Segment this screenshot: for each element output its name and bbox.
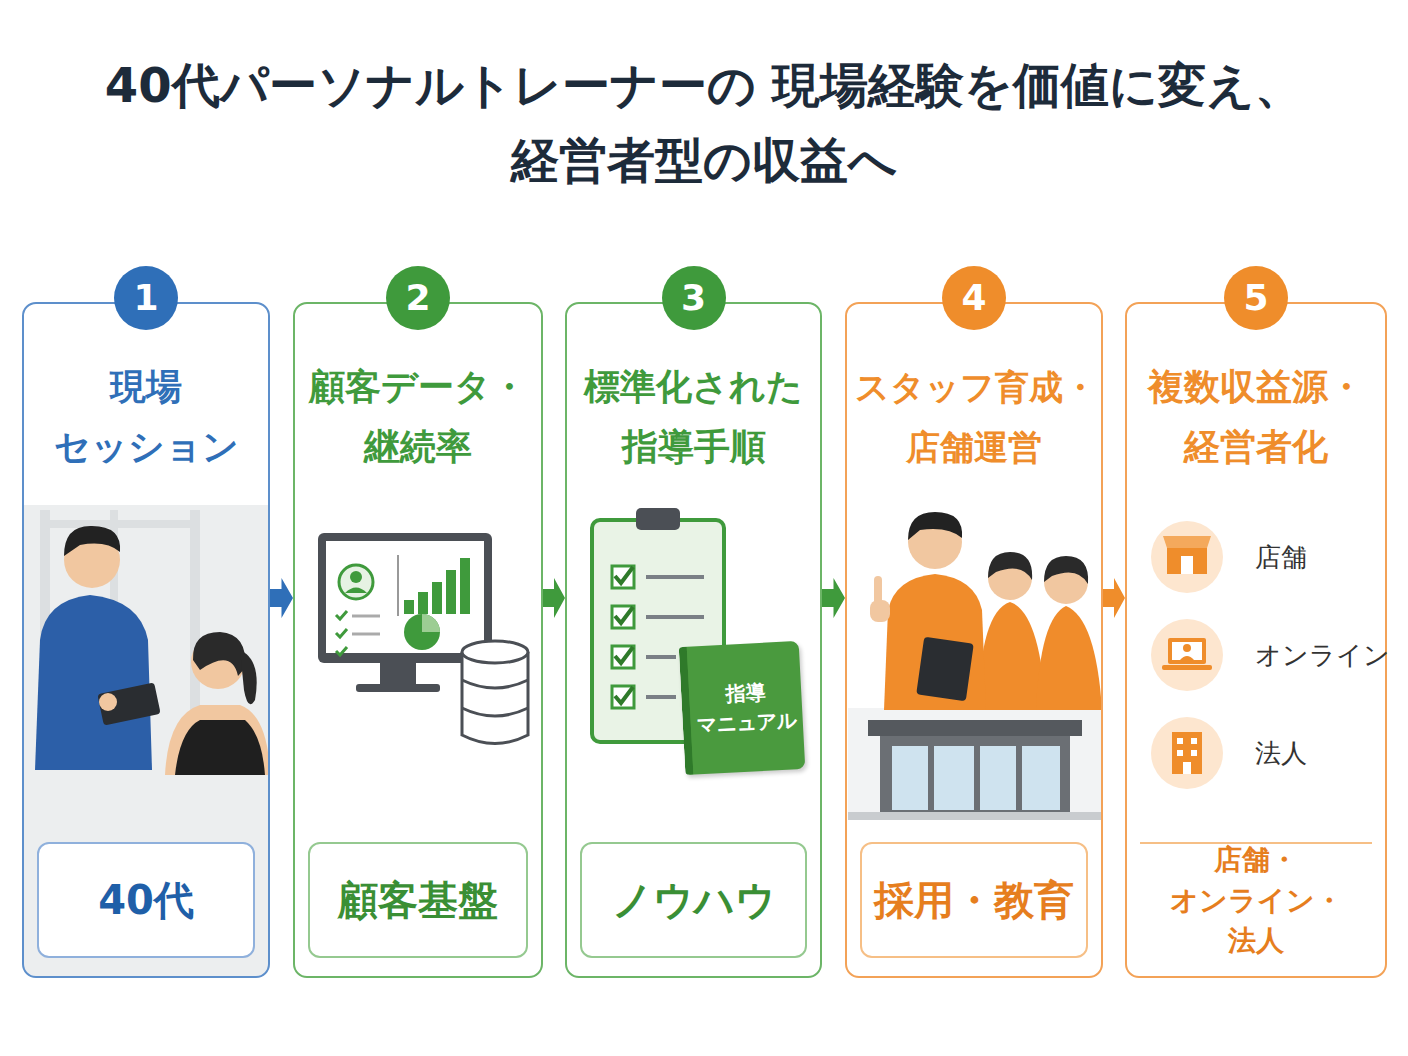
step-number: 5 [1224,266,1288,330]
node-text: 40代 [98,871,194,929]
flow-arrow [543,578,565,618]
step-number: 4 [942,266,1006,330]
node-text: 採用・教育 [874,871,1074,929]
icon-label: 法人 [1255,736,1307,771]
step-number: 3 [662,266,726,330]
node-text: ノウハウ [612,871,776,929]
manual-book: 指導 マニュアル [679,641,806,775]
revenue-icons [1151,521,1223,789]
step-card: スタッフ育成・ 店舗運営4採用・教育 [845,302,1103,978]
step-card: 標準化された 指導手順3指導 マニュアルノウハウ [565,302,822,978]
result-box: 顧客基盤 [308,842,528,958]
session-scene [23,505,269,976]
flow-arrow [270,578,293,618]
node-text: 顧客基盤 [338,871,498,929]
node-text: 4 [942,266,1006,330]
node-text: 5 [1224,266,1288,330]
step-card: 顧客データ・ 継続率2顧客基盤 [293,302,543,978]
staff-store [848,512,1102,820]
icon-label: 店舗 [1255,540,1307,575]
result-box: ノウハウ [580,842,807,958]
data-monitor [318,533,528,744]
node-text: 店舗・オンライン・ 法人 [1140,840,1372,962]
step-number: 1 [114,266,178,330]
step-card: 現場 セッション140代 [22,302,270,978]
node-text: 2 [386,266,450,330]
step-number: 2 [386,266,450,330]
icon-label: オンライン [1255,638,1390,673]
node-text: 1 [114,266,178,330]
result-box: 店舗・オンライン・ 法人 [1140,842,1372,958]
title-text: 40代パーソナルトレーナーの 現場経験を価値に変え、経営者型の収益へ [79,48,1329,198]
flow-arrow [822,578,845,618]
node-text: 指導 マニュアル [689,675,804,741]
result-box: 40代 [37,842,255,958]
title-block: 40代パーソナルトレーナーの 現場経験を価値に変え、経営者型の収益へ [0,48,1408,198]
flow-arrow [1103,578,1125,618]
node-text: 3 [662,266,726,330]
result-box: 採用・教育 [860,842,1088,958]
